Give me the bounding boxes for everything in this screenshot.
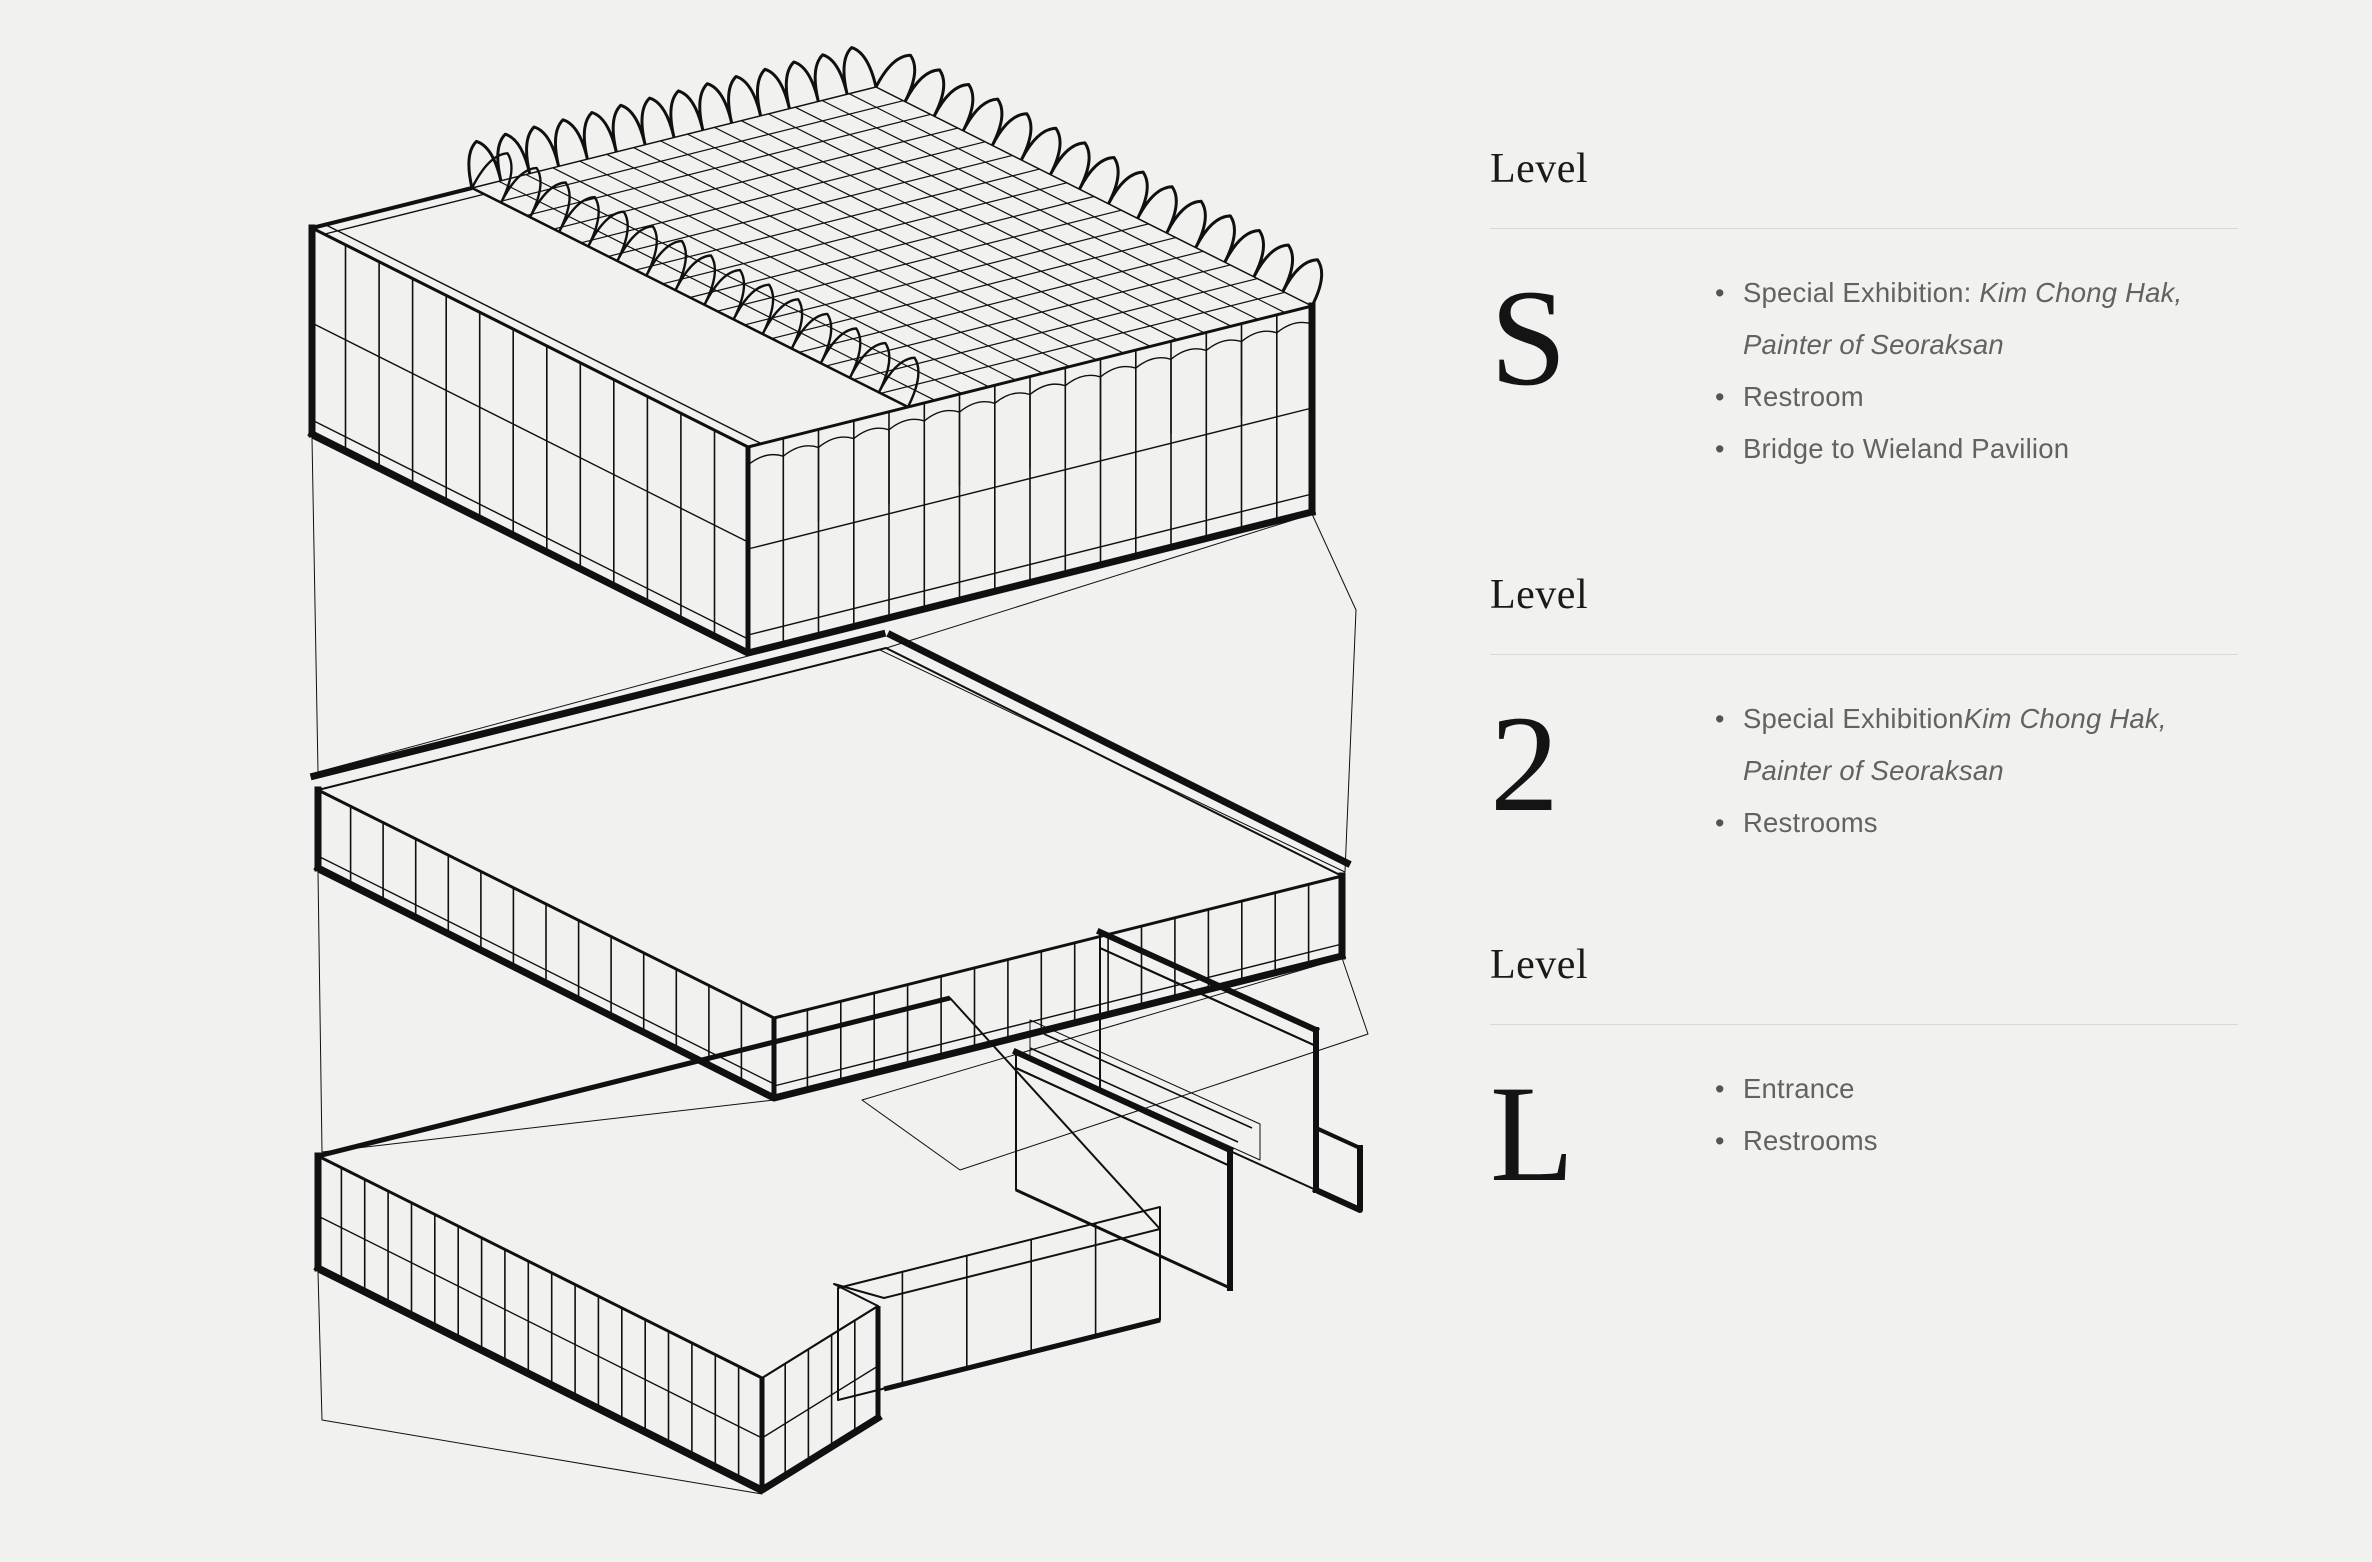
level-section-s: Level S Special Exhibition: Kim Chong Ha… bbox=[1490, 148, 2272, 475]
level-list-item: Bridge to Wieland Pavilion bbox=[1715, 423, 2260, 475]
divider-line bbox=[1490, 228, 2238, 229]
level-s-slab bbox=[307, 46, 1324, 657]
level-letter-2: 2 bbox=[1490, 687, 1559, 840]
level-list-item: Special ExhibitionKim Chong Hak, Painter… bbox=[1715, 693, 2260, 797]
level-list-item: Restrooms bbox=[1715, 797, 2260, 849]
level-list-item: Entrance bbox=[1715, 1063, 2260, 1115]
level-2-item-list: Special ExhibitionKim Chong Hak, Painter… bbox=[1715, 693, 2260, 849]
level-letter-s: S bbox=[1490, 261, 1567, 414]
shadow-wedges bbox=[311, 437, 1369, 1495]
level-list-item: Special Exhibition: Kim Chong Hak, Paint… bbox=[1715, 267, 2260, 371]
divider-line bbox=[1490, 654, 2238, 655]
level-l-item-list: EntranceRestrooms bbox=[1715, 1063, 2260, 1203]
bridge-annex bbox=[1012, 928, 1363, 1291]
level-s-item-list: Special Exhibition: Kim Chong Hak, Paint… bbox=[1715, 267, 2260, 475]
level-section-2: Level 2 Special ExhibitionKim Chong Hak,… bbox=[1490, 574, 2272, 849]
level-list-item: Restrooms bbox=[1715, 1115, 2260, 1167]
level-section-l: Level L EntranceRestrooms bbox=[1490, 944, 2272, 1203]
level-heading: Level bbox=[1490, 572, 1589, 618]
exploded-axonometric-diagram bbox=[307, 46, 1369, 1495]
level-l-slab bbox=[313, 995, 1161, 1494]
level-list-item: Restroom bbox=[1715, 371, 2260, 423]
level-letter-l: L bbox=[1490, 1057, 1575, 1210]
level-2-slab bbox=[309, 629, 1352, 1102]
floor-stack-drawing bbox=[307, 46, 1369, 1495]
level-heading: Level bbox=[1490, 942, 1589, 988]
divider-line bbox=[1490, 1024, 2238, 1025]
level-heading: Level bbox=[1490, 146, 1589, 192]
